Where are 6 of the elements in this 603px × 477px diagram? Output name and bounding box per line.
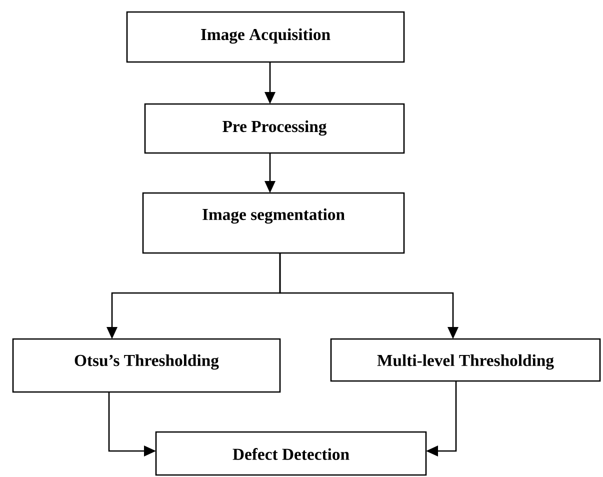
process-box: Image Acquisition: [126, 11, 405, 63]
process-box: Pre Processing: [144, 103, 405, 154]
process-box: Defect Detection: [155, 431, 427, 476]
process-box: Multi-level Thresholding: [330, 338, 601, 382]
process-box: Image segmentation: [142, 192, 405, 254]
process-box: Otsu’s Thresholding: [12, 338, 281, 393]
